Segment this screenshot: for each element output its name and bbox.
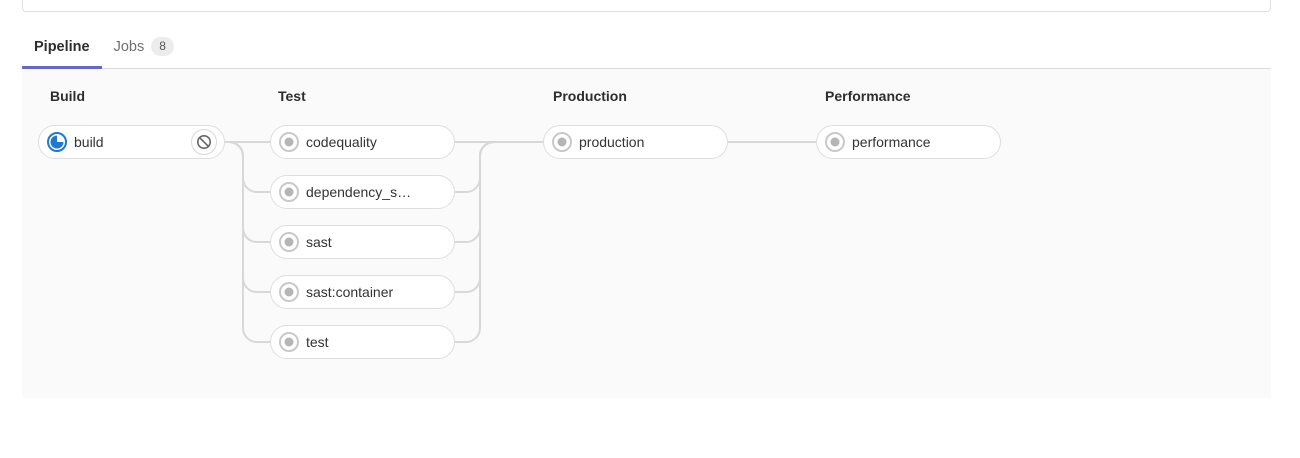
job-name: codequality	[306, 134, 377, 150]
pipeline-graph: Build build Test codequality dependency_…	[22, 69, 1271, 398]
job-pill[interactable]: build	[38, 125, 225, 159]
stage-label: Production	[553, 88, 627, 104]
job-name: dependency_s…	[306, 184, 412, 200]
created-status-icon	[279, 332, 299, 352]
stage-label: Test	[278, 88, 306, 104]
created-status-icon	[279, 182, 299, 202]
stage-label: Build	[50, 88, 85, 104]
ban-icon	[197, 135, 211, 149]
created-status-icon	[279, 132, 299, 152]
stage-label: Performance	[825, 88, 911, 104]
created-status-icon	[552, 132, 572, 152]
job-name: build	[74, 134, 104, 150]
job-pill[interactable]: production	[543, 125, 728, 159]
running-spinner-icon	[47, 132, 67, 152]
job-name: production	[579, 134, 645, 150]
job-pill[interactable]: test	[270, 325, 455, 359]
job-pill[interactable]: performance	[816, 125, 1001, 159]
created-status-icon	[825, 132, 845, 152]
tab-jobs[interactable]: Jobs 8	[102, 25, 186, 68]
job-pill[interactable]: dependency_s…	[270, 175, 455, 209]
tab-jobs-label: Jobs	[113, 38, 145, 55]
job-pill[interactable]: sast:container	[270, 275, 455, 309]
connector-lines	[225, 141, 816, 343]
tab-pipeline[interactable]: Pipeline	[22, 25, 102, 69]
tab-pipeline-label: Pipeline	[34, 38, 90, 55]
job-name: performance	[852, 134, 931, 150]
job-name: test	[306, 334, 329, 350]
created-status-icon	[279, 282, 299, 302]
job-pill[interactable]: sast	[270, 225, 455, 259]
job-name: sast:container	[306, 284, 394, 300]
cancel-job-button[interactable]	[191, 129, 217, 155]
commit-card-bottom-edge	[22, 0, 1271, 12]
jobs-count-badge: 8	[151, 37, 174, 56]
job-name: sast	[306, 234, 332, 250]
job-pill[interactable]: codequality	[270, 125, 455, 159]
pipeline-tabs: Pipeline Jobs 8	[22, 25, 1271, 69]
created-status-icon	[279, 232, 299, 252]
